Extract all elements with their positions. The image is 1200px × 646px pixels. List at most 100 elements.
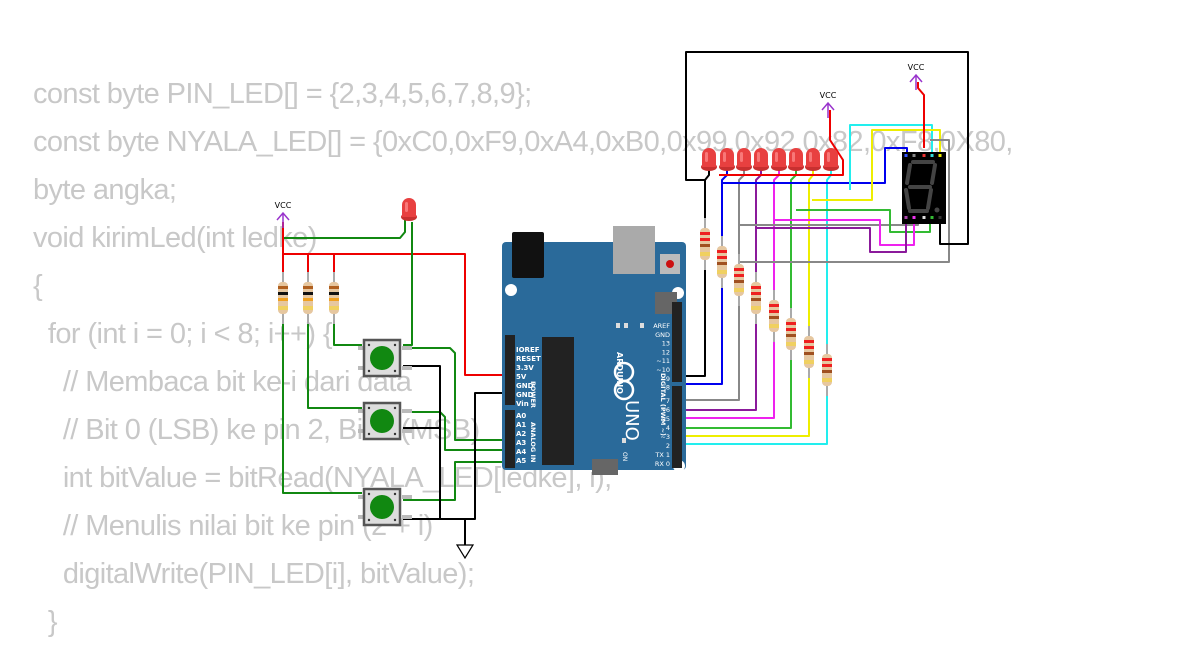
vcc-arrow-icon (276, 211, 290, 228)
seg-pin-top (930, 154, 934, 157)
segment (926, 188, 933, 210)
resistor-band-gold (804, 360, 814, 364)
led-highlight (723, 152, 726, 162)
resistor-band (751, 286, 761, 289)
seg-pin-bottom (904, 216, 908, 219)
resistor-band (329, 292, 339, 295)
atmega-chip (542, 337, 574, 465)
pullup-resistor (329, 272, 339, 324)
wire-seg-e (796, 209, 931, 233)
led-highlight (740, 152, 743, 162)
code-line: int bitValue = bitRead(NYALA_LED[ledke],… (33, 462, 612, 494)
power-pin-label: Vin (516, 400, 529, 408)
wire-r2-btn2 (307, 318, 362, 409)
button-cap (370, 409, 394, 433)
resistor-band (769, 304, 779, 307)
wire-seg-a (721, 147, 908, 185)
button-screw (393, 518, 397, 522)
board-led-icon (622, 438, 626, 443)
arduino-model-label: UNO (621, 400, 642, 441)
status-led (401, 198, 417, 221)
vcc-arrow-icon (909, 73, 923, 90)
vcc-label: VCC (908, 63, 925, 72)
usb-connector (613, 226, 655, 274)
resistor-band (717, 250, 727, 253)
wire-res-led (721, 168, 728, 236)
button-screw (367, 343, 371, 347)
wire-pin-res (680, 288, 723, 385)
digital-pin-label: 2 (666, 442, 670, 450)
power-pin-label: 5V (516, 373, 527, 381)
digital-pin-label: AREF (653, 322, 670, 330)
resistor-band (717, 262, 727, 265)
analog-pin-label: A2 (516, 430, 526, 438)
button-screw (393, 369, 397, 373)
code-line: { (33, 270, 43, 302)
led-highlight (405, 202, 408, 212)
resistor-band (700, 244, 710, 247)
icsp-header (655, 292, 677, 314)
resistor-band-gold (717, 270, 727, 274)
wire-pin-res (680, 360, 792, 429)
button-screw (367, 369, 371, 373)
analog-pin-label: A4 (516, 448, 526, 456)
digital-header-top (672, 302, 682, 382)
vcc-label: VCC (820, 91, 837, 100)
button-leg (402, 495, 412, 499)
led-resistor (822, 344, 832, 396)
arduino-brand-label: ARDUINO (615, 352, 624, 394)
button-leg (402, 409, 412, 413)
digital-header-label: DIGITAL (PWM ~) (659, 373, 667, 436)
wire-res-led (738, 168, 745, 254)
vcc-symbol: VCC (820, 91, 837, 118)
on-led-label: ON (621, 452, 628, 461)
power-header-label: POWER (529, 381, 537, 408)
seg-pin-bottom (922, 216, 926, 219)
resistor-band (769, 316, 779, 319)
segment-led (701, 148, 717, 171)
button-screw (393, 432, 397, 436)
led-highlight (809, 152, 812, 162)
resistor-band (329, 298, 339, 301)
analog-pin-label: A5 (516, 457, 526, 465)
wire-res-led (808, 168, 814, 326)
led-dome (702, 148, 716, 167)
resistor-band (786, 322, 796, 325)
wire-pin-res (680, 324, 757, 411)
digital-header-bottom (672, 386, 682, 468)
code-line: byte angka; (33, 174, 177, 206)
power-pin-label: RESET (516, 355, 541, 363)
resistor-band (804, 340, 814, 343)
resistor-band (769, 310, 779, 313)
wire-pin-res (680, 306, 740, 401)
resistor-band (278, 286, 288, 289)
resistor-band (822, 364, 832, 367)
resistor-band (303, 292, 313, 295)
wire-seg-dp (739, 139, 950, 263)
vcc-arrow-icon (821, 101, 835, 118)
power-pin-label: GND (516, 382, 534, 390)
resistor-band-gold (769, 324, 779, 328)
seg-pin-bottom (912, 216, 916, 219)
wire-led-common-vcc (719, 110, 844, 176)
seg-pin-bottom (930, 216, 934, 219)
wire-gnd-arduino (440, 392, 502, 520)
seg-pin-bottom (938, 216, 942, 219)
led-dome (737, 148, 751, 167)
wire-res-led (826, 168, 832, 344)
mounting-hole (505, 284, 517, 296)
digital-pin-label: TX 1 (654, 451, 670, 459)
resistor-band-gold (751, 306, 761, 310)
analog-header-label: ANALOG IN (529, 422, 537, 462)
button-screw (367, 518, 371, 522)
resistor-band (303, 286, 313, 289)
wire-r3-btn1 (333, 318, 362, 346)
wire-led-button (403, 222, 413, 346)
wire-seg-vcc (917, 82, 925, 148)
board-led-icon (624, 323, 628, 328)
wire-res-led (773, 168, 780, 290)
power-header (505, 335, 515, 405)
wire-btn1-a3 (403, 347, 502, 441)
digital-pin-label: RX 0 (655, 460, 670, 468)
code-line: const byte PIN_LED[] = {2,3,4,5,6,7,8,9}… (33, 78, 532, 110)
